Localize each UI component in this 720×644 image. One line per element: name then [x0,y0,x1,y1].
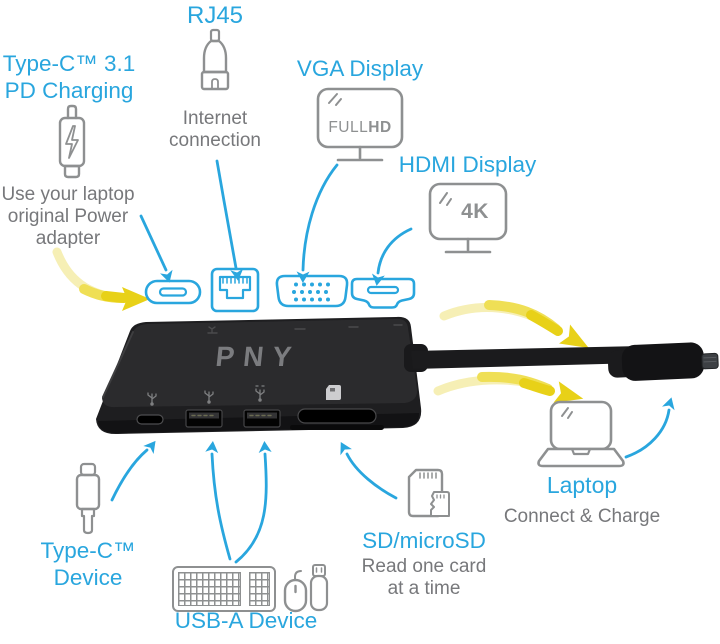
callout-pd-charging-title: Type-C™ 3.1 PD Charging [2,51,136,103]
callout-rj45-title: RJ45 [186,2,244,29]
laptop-icon [537,400,625,468]
arrow-pd-to-port [139,214,168,272]
arrow-sd-to-slot [345,452,398,500]
vga-monitor-icon [316,87,404,162]
monitor-stand [444,237,492,254]
micro-sd-card [430,491,450,517]
arrowhead [553,381,584,403]
front-port-glyphs [147,385,265,406]
usb-c-plug [607,342,719,381]
brand-logo: PNY [214,341,302,372]
usb-c-pd-cable-icon [58,104,86,179]
callout-sd-title: SD/microSD [362,528,486,553]
monitor-stand [336,145,384,162]
callout-vga-title: VGA Display [296,56,424,81]
screen-reflection [561,407,573,419]
keyboard-side-keys [249,572,270,606]
connection-arrows [110,159,671,564]
sd-card-slot [290,408,384,430]
vga-pins [292,282,330,302]
callout-laptop-note: Connect & Charge [503,506,661,527]
callout-usba-device-title: USB-A Device [174,608,318,633]
attached-cable [404,342,719,381]
rear-port-marks [207,324,403,334]
keyboard-main-keys [178,572,241,606]
rj45-port-icon [210,267,260,313]
callout-hdmi-title: HDMI Display [398,152,537,177]
arrow-usba-to-port-2 [234,452,268,564]
usb-flash-drive-icon [309,564,329,612]
arrow-vga-to-port [301,163,339,272]
hdmi-screen-text: 4K [461,200,489,223]
connection-arrowheads [143,268,675,456]
hub-device: PNY [96,316,719,435]
power-flow-arrow-left [52,247,150,311]
callout-laptop-title: Laptop [546,472,618,498]
arrow-hdmi-to-port [376,227,413,275]
screen-reflection [439,192,452,206]
keyboard-icon [172,566,276,612]
usb-c-front-port [136,414,164,425]
arrow-typec-to-port [110,448,149,502]
arrowhead [122,287,150,311]
data-flow-arrow-top [439,300,589,348]
vga-screen-text: FULLHD [328,119,392,136]
mouse-icon [283,570,308,613]
usb-a-front-port-2 [243,409,281,428]
hdmi-monitor-icon [428,182,508,254]
lightning-bolt [65,125,79,159]
laptop-base [537,447,625,468]
arrow-rj45-to-port [215,159,238,270]
arrowhead [559,324,589,348]
callout-typec-device-title: Type-C™ Device [40,538,136,590]
callout-sd-note: Read one card at a time [361,556,487,599]
usb-c-cable-icon [75,462,101,535]
data-flow-arrow-bottom [433,371,584,403]
screen-reflection [328,93,342,106]
sd-card-icon [407,468,450,518]
hdmi-port-icon [350,277,416,309]
usb-a-front-port-1 [185,409,223,428]
callout-rj45-note: Internet connection [169,108,261,151]
vga-port-icon [275,274,349,308]
front-ports [136,408,384,430]
arrow-laptop-to-plug [624,408,671,459]
arrow-usba-to-port-1 [210,452,232,561]
sd-slot-mark [326,385,341,400]
usb-c-port-icon [144,279,202,305]
callout-pd-charging-note: Use your laptop original Power adapter [1,184,135,249]
rj45-plug-icon [200,28,230,91]
